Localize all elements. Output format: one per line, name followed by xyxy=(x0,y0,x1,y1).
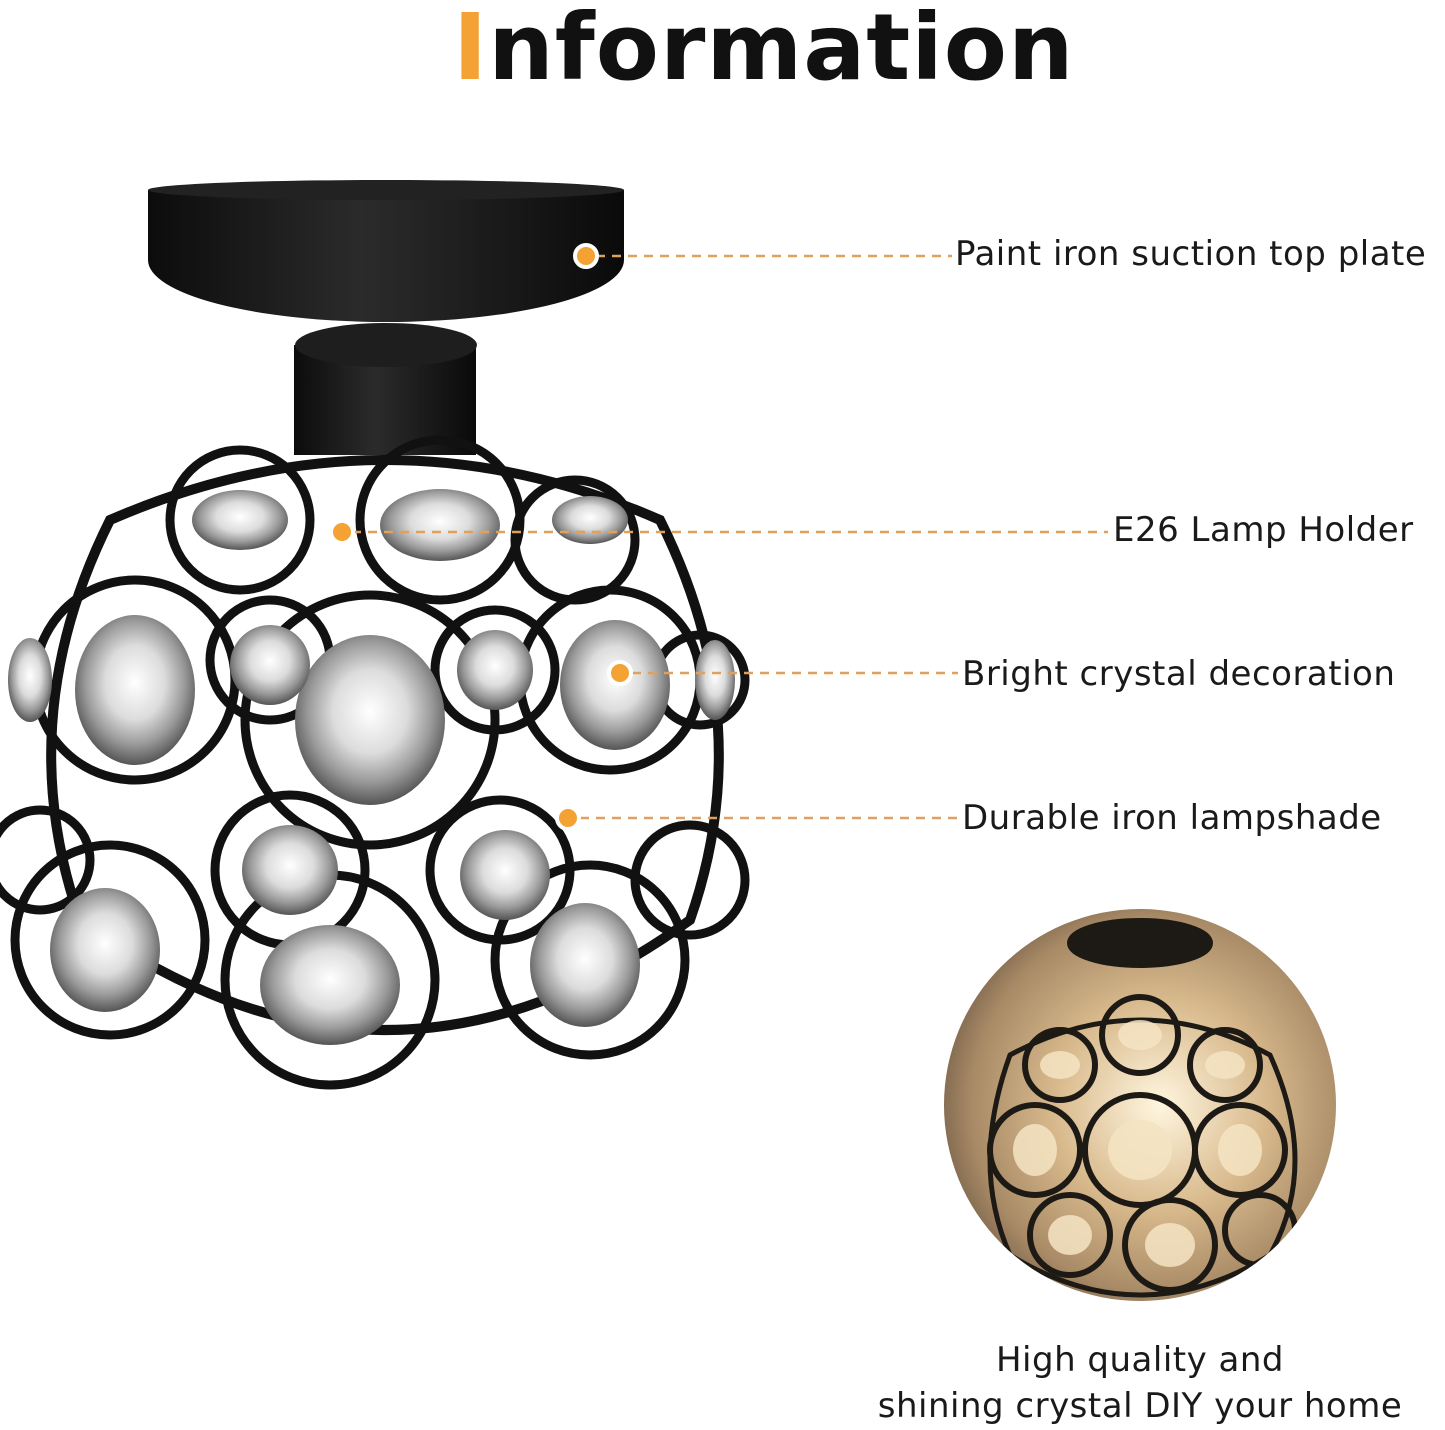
crystals xyxy=(8,489,735,1045)
title-rest: nformation xyxy=(488,0,1075,101)
header: Information xyxy=(0,0,1445,101)
page-title: Information xyxy=(453,0,1075,101)
callout-label-top-plate: Paint iron suction top plate xyxy=(955,234,1427,274)
top-plate xyxy=(148,180,624,322)
caption-line-2: shining crystal DIY your home xyxy=(877,1386,1403,1426)
callout-label-lamp-holder: E26 Lamp Holder xyxy=(1113,510,1414,550)
socket xyxy=(294,323,477,455)
lamp-illustration xyxy=(0,180,750,1090)
title-accent-letter: I xyxy=(453,0,489,101)
callout-label-crystal: Bright crystal decoration xyxy=(962,654,1396,694)
lit-lamp-photo xyxy=(944,909,1336,1301)
caption-line-1: High quality and xyxy=(995,1340,1285,1380)
callout-label-lampshade: Durable iron lampshade xyxy=(962,798,1382,838)
